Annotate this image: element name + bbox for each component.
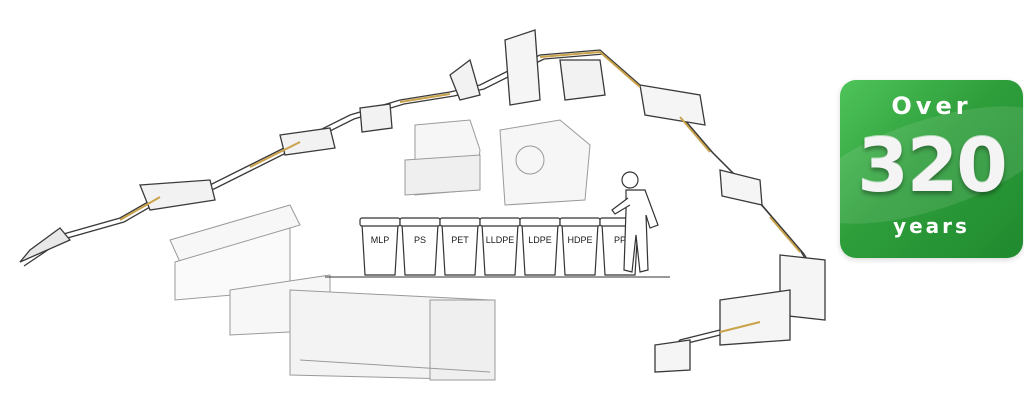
bin-label: LLDPE: [486, 235, 515, 245]
bin-label: MLP: [371, 235, 390, 245]
washing-line-machine: [169, 204, 496, 381]
conveyor-line-right: [539, 49, 826, 373]
worker-figure: [611, 171, 659, 273]
bin-label: PET: [451, 235, 469, 245]
bin-pet: PET: [439, 217, 481, 276]
bin-label: PP: [614, 235, 626, 245]
bin-ps: PS: [399, 217, 441, 276]
badge-over-text: Over: [891, 92, 972, 120]
bin-label: HDPE: [567, 235, 592, 245]
badge-years-text: years: [893, 214, 970, 238]
sorting-bins: MLP PS PET LLDPE LDPE: [325, 217, 670, 278]
conveyor-line-left: [19, 29, 545, 267]
shredder-machine: [404, 119, 591, 206]
experience-badge: Over 320 years: [840, 80, 1023, 258]
bin-ldpe: LDPE: [519, 217, 561, 276]
badge-number: 320: [857, 123, 1007, 209]
bin-hdpe: HDPE: [559, 217, 601, 276]
conveyor-accents: [119, 51, 601, 221]
conveyor-accents-right: [599, 51, 801, 333]
bin-lldpe: LLDPE: [479, 217, 521, 276]
bin-mlp: MLP: [359, 217, 401, 276]
bin-label: LDPE: [528, 235, 552, 245]
bin-label: PS: [414, 235, 426, 245]
